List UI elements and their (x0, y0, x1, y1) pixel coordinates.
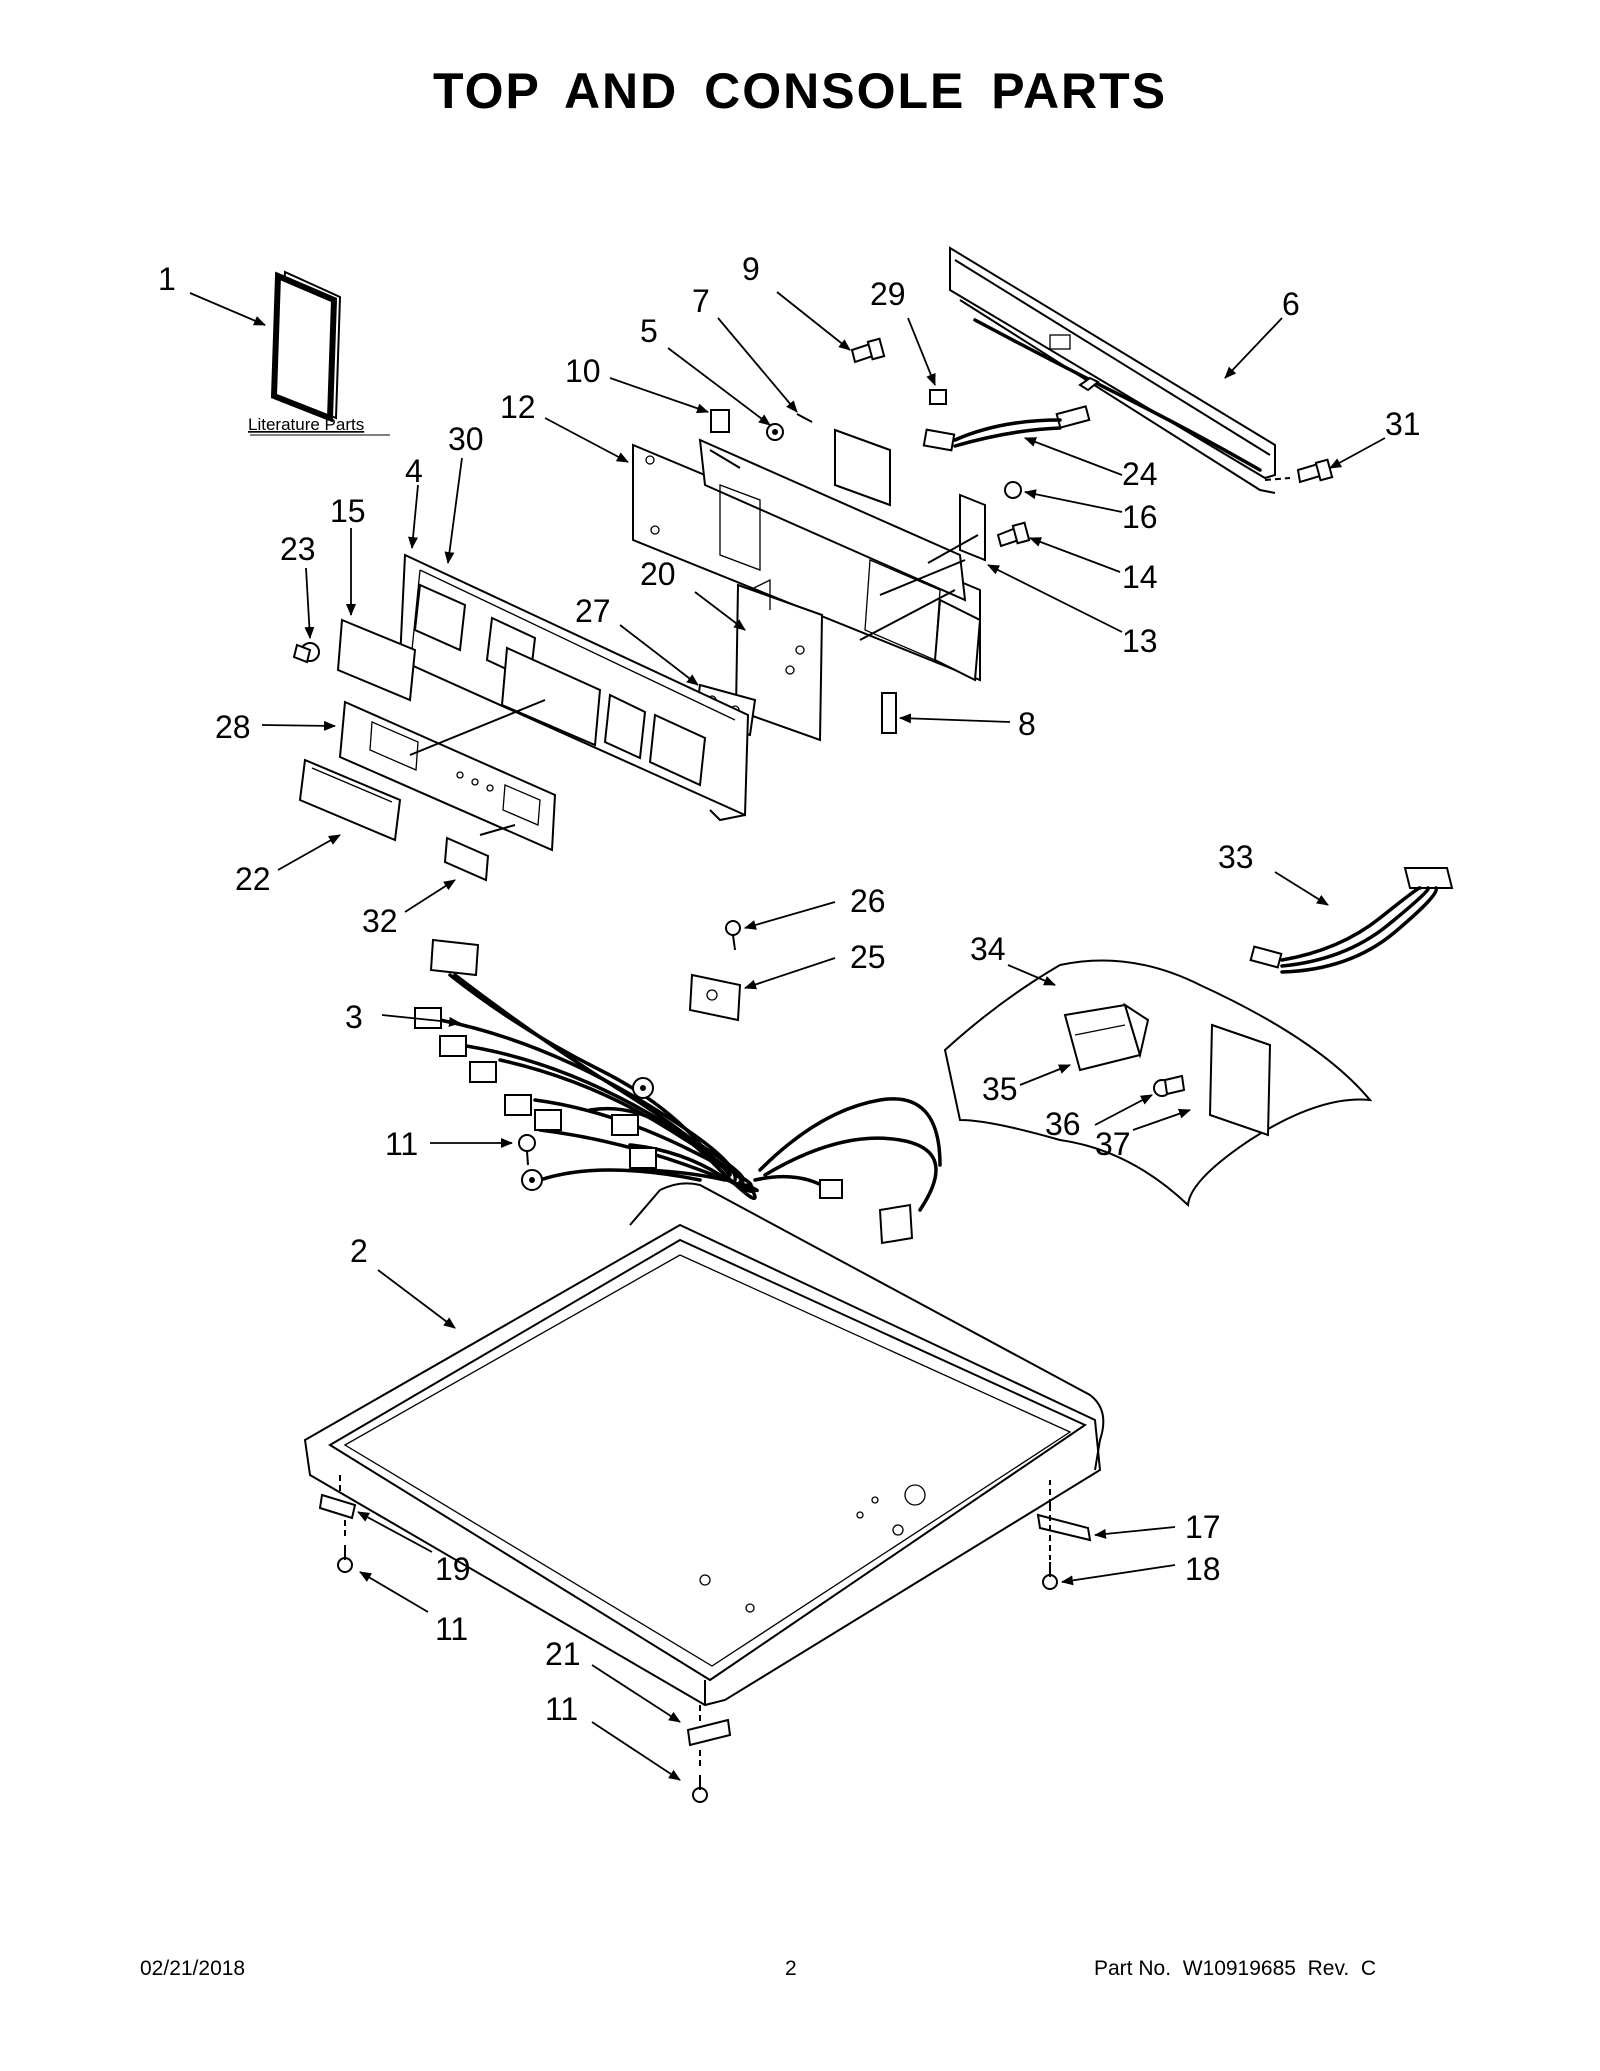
callout-33: 33 (1218, 839, 1254, 875)
wire-harness-24-part (922, 405, 1091, 452)
pin-7-part (796, 413, 813, 423)
callout-28: 28 (215, 709, 251, 745)
clip-21-part (686, 1705, 732, 1747)
insulation-37-part (1208, 1023, 1272, 1137)
control-panel-30-part (398, 553, 750, 822)
callout-25: 25 (850, 939, 886, 975)
washer-5-part (766, 423, 784, 441)
callout-32: 32 (362, 903, 398, 939)
callout-29: 29 (870, 276, 906, 312)
connector-29-part (929, 389, 947, 405)
control-board-13-part (834, 428, 986, 562)
screw-23-part (292, 642, 320, 664)
control-module-35-part (1063, 1002, 1150, 1072)
callout-36: 36 (1045, 1106, 1081, 1142)
callout-1: 1 (158, 261, 176, 297)
callout-6: 6 (1282, 286, 1300, 322)
screw-11c-part (692, 1750, 708, 1803)
screw-18-part (1042, 1505, 1058, 1590)
assembly-lines (409, 449, 1291, 1505)
screw-14-part (996, 521, 1031, 548)
footer-date: 02/21/2018 (140, 1957, 246, 1980)
wire-harness-3-part (414, 938, 942, 1245)
callout-9: 9 (742, 251, 760, 287)
callout-11a: 11 (385, 1126, 418, 1162)
callout-27: 27 (575, 593, 611, 629)
small-lens-32-part (443, 836, 490, 882)
screw-11b-part (337, 1520, 353, 1573)
screw-9-part (850, 337, 886, 364)
screw-36-part (1153, 1074, 1186, 1097)
callout-23: 23 (280, 531, 316, 567)
callout-10: 10 (565, 353, 601, 389)
callout-34: 34 (970, 931, 1006, 967)
callout-30: 30 (448, 421, 484, 457)
callout-17: 17 (1185, 1509, 1221, 1545)
literature-booklet-part: Literature Parts (248, 270, 390, 436)
console-housing-part (632, 438, 982, 682)
console-rail-part (949, 246, 1276, 494)
callout-11b: 11 (435, 1611, 468, 1647)
callout-numbers: 1 9 29 7 5 6 10 31 12 30 24 4 15 16 23 2… (158, 251, 1421, 1727)
callout-3: 3 (345, 999, 363, 1035)
clip-8-part (881, 692, 897, 734)
callout-21: 21 (545, 1636, 581, 1672)
page-title: TOP AND CONSOLE PARTS (432, 63, 1168, 119)
screw-31-part (1296, 458, 1334, 484)
circuit-board-20-part (734, 578, 824, 742)
nut-16-part (1004, 481, 1022, 499)
switch-25-part (688, 973, 742, 1022)
screw-11a-part (518, 1134, 536, 1166)
callout-7: 7 (692, 283, 710, 319)
callout-14: 14 (1122, 559, 1158, 595)
callout-35: 35 (982, 1071, 1018, 1107)
callout-11c: 11 (545, 1691, 578, 1727)
wire-harness-33-part (1249, 867, 1454, 974)
dryer-top-part (303, 1182, 1105, 1707)
callout-8: 8 (1018, 706, 1036, 742)
callout-24: 24 (1122, 456, 1158, 492)
overlay-15-part (336, 618, 417, 702)
callout-37: 37 (1095, 1126, 1131, 1162)
clip-19-part (318, 1475, 357, 1520)
literature-parts-label: Literature Parts (248, 415, 364, 434)
callout-15: 15 (330, 493, 366, 529)
callout-18: 18 (1185, 1551, 1221, 1587)
knob-10-part (710, 409, 730, 433)
callout-20: 20 (640, 556, 676, 592)
footer-part-number: Part No. W10919685 Rev. C (1094, 1957, 1377, 1980)
callout-2: 2 (350, 1233, 368, 1269)
callout-5: 5 (640, 313, 658, 349)
callout-12: 12 (500, 389, 536, 425)
callout-31: 31 (1385, 406, 1421, 442)
callout-leaders (189, 291, 1386, 1781)
callout-22: 22 (235, 861, 271, 897)
callout-13: 13 (1122, 623, 1158, 659)
callout-4: 4 (405, 453, 423, 489)
display-lens-22-part (298, 758, 402, 842)
hinge-17-part (1036, 1513, 1092, 1542)
callout-16: 16 (1122, 499, 1158, 535)
footer-page-number: 2 (785, 1957, 797, 1980)
callout-19: 19 (435, 1551, 471, 1587)
graphic-overlay-28-part (338, 700, 557, 852)
callout-26: 26 (850, 883, 886, 919)
screw-26-part (725, 920, 741, 951)
